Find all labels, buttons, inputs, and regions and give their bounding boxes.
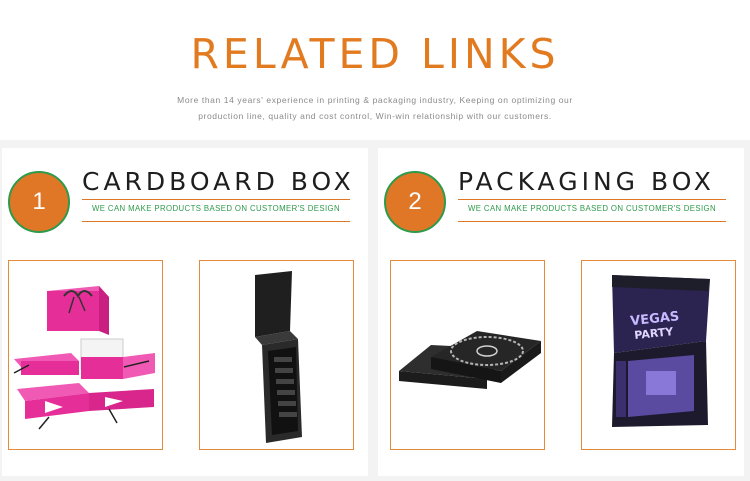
card-cardboard-box[interactable]: 1 CARDBOARD BOX WE CAN MAKE PRODUCTS BAS… <box>2 148 368 476</box>
subtitle-line-1: More than 14 years' experience in printi… <box>177 95 573 105</box>
divider-line <box>458 221 726 222</box>
card-title[interactable]: CARDBOARD BOX <box>82 167 355 196</box>
divider-line <box>82 199 350 200</box>
black-magnetic-vial-box-image <box>255 271 302 443</box>
card-title[interactable]: PACKAGING BOX <box>458 167 715 196</box>
page-title: RELATED LINKS <box>190 30 560 78</box>
subtitle-line-2: production line, quality and cost contro… <box>198 111 552 121</box>
product-image-vegas-box[interactable]: VEGAS PARTY <box>581 260 736 450</box>
card-tagline: WE CAN MAKE PRODUCTS BASED ON CUSTOMER'S… <box>91 204 341 213</box>
product-image-black-lid-box[interactable] <box>390 260 545 450</box>
black-lid-base-box-image <box>399 331 541 389</box>
header-section: RELATED LINKS More than 14 years' experi… <box>0 0 750 140</box>
divider-line <box>82 221 350 222</box>
vegas-party-printed-box-image: VEGAS PARTY <box>612 275 710 427</box>
card-number-badge: 2 <box>384 171 446 233</box>
card-packaging-box[interactable]: 2 PACKAGING BOX WE CAN MAKE PRODUCTS BAS… <box>378 148 744 476</box>
product-image-black-vial-box[interactable] <box>199 260 354 450</box>
card-tagline: WE CAN MAKE PRODUCTS BASED ON CUSTOMER'S… <box>467 204 717 213</box>
product-image-pink-box[interactable] <box>8 260 163 450</box>
divider-line <box>458 199 726 200</box>
svg-text:PARTY: PARTY <box>634 325 675 342</box>
svg-text:VEGAS: VEGAS <box>630 309 680 329</box>
card-number-badge: 1 <box>8 171 70 233</box>
pink-folding-gift-box-image <box>13 286 155 430</box>
